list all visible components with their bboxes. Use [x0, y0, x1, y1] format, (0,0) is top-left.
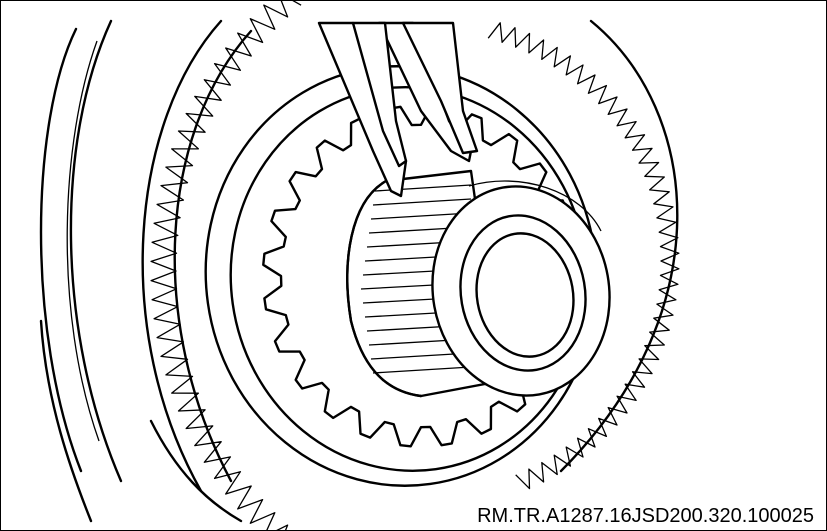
spline-line: [372, 198, 472, 206]
figure-reference-code: RM.TR.A1287.16JSD200.320.100025: [475, 505, 816, 528]
spline-line: [372, 366, 472, 374]
right-toothed-ring: [487, 19, 680, 490]
left-synchro-ring: [141, 1, 302, 530]
housing-arcs: [39, 19, 243, 523]
snap-ring-pliers: [317, 21, 479, 198]
spline-line: [370, 212, 472, 220]
collar-washer: [431, 180, 611, 397]
